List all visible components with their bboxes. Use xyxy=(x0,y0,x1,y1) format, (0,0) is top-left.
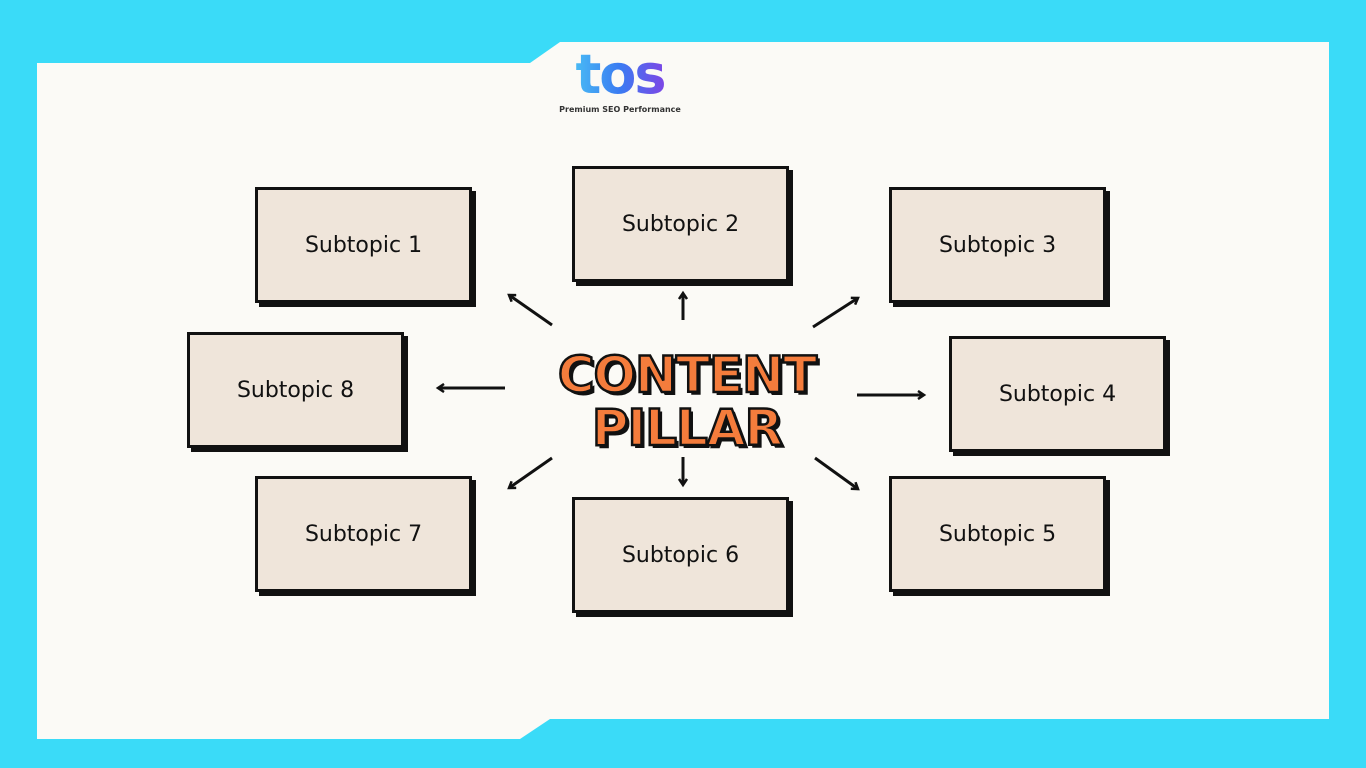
subtopic-box-1: Subtopic 1 xyxy=(255,187,472,303)
arrow-3 xyxy=(812,298,858,329)
center-title-line1: CONTENT xyxy=(557,346,819,404)
logo-mark: tos xyxy=(555,47,685,103)
subtopic-box-4: Subtopic 4 xyxy=(949,336,1166,452)
subtopic-box-2: Subtopic 2 xyxy=(572,166,789,282)
subtopic-box-5: Subtopic 5 xyxy=(889,476,1106,592)
logo-tagline: Premium SEO Performance xyxy=(559,105,681,114)
arrow-1 xyxy=(509,295,553,327)
subtopic-box-6: Subtopic 6 xyxy=(572,497,789,613)
center-title-line2: PILLAR xyxy=(591,399,785,457)
arrow-7 xyxy=(509,456,553,488)
arrow-5 xyxy=(814,456,858,489)
subtopic-box-8: Subtopic 8 xyxy=(187,332,404,448)
subtopic-box-7: Subtopic 7 xyxy=(255,476,472,592)
logo: tos Premium SEO Performance xyxy=(555,47,685,115)
subtopic-box-3: Subtopic 3 xyxy=(889,187,1106,303)
